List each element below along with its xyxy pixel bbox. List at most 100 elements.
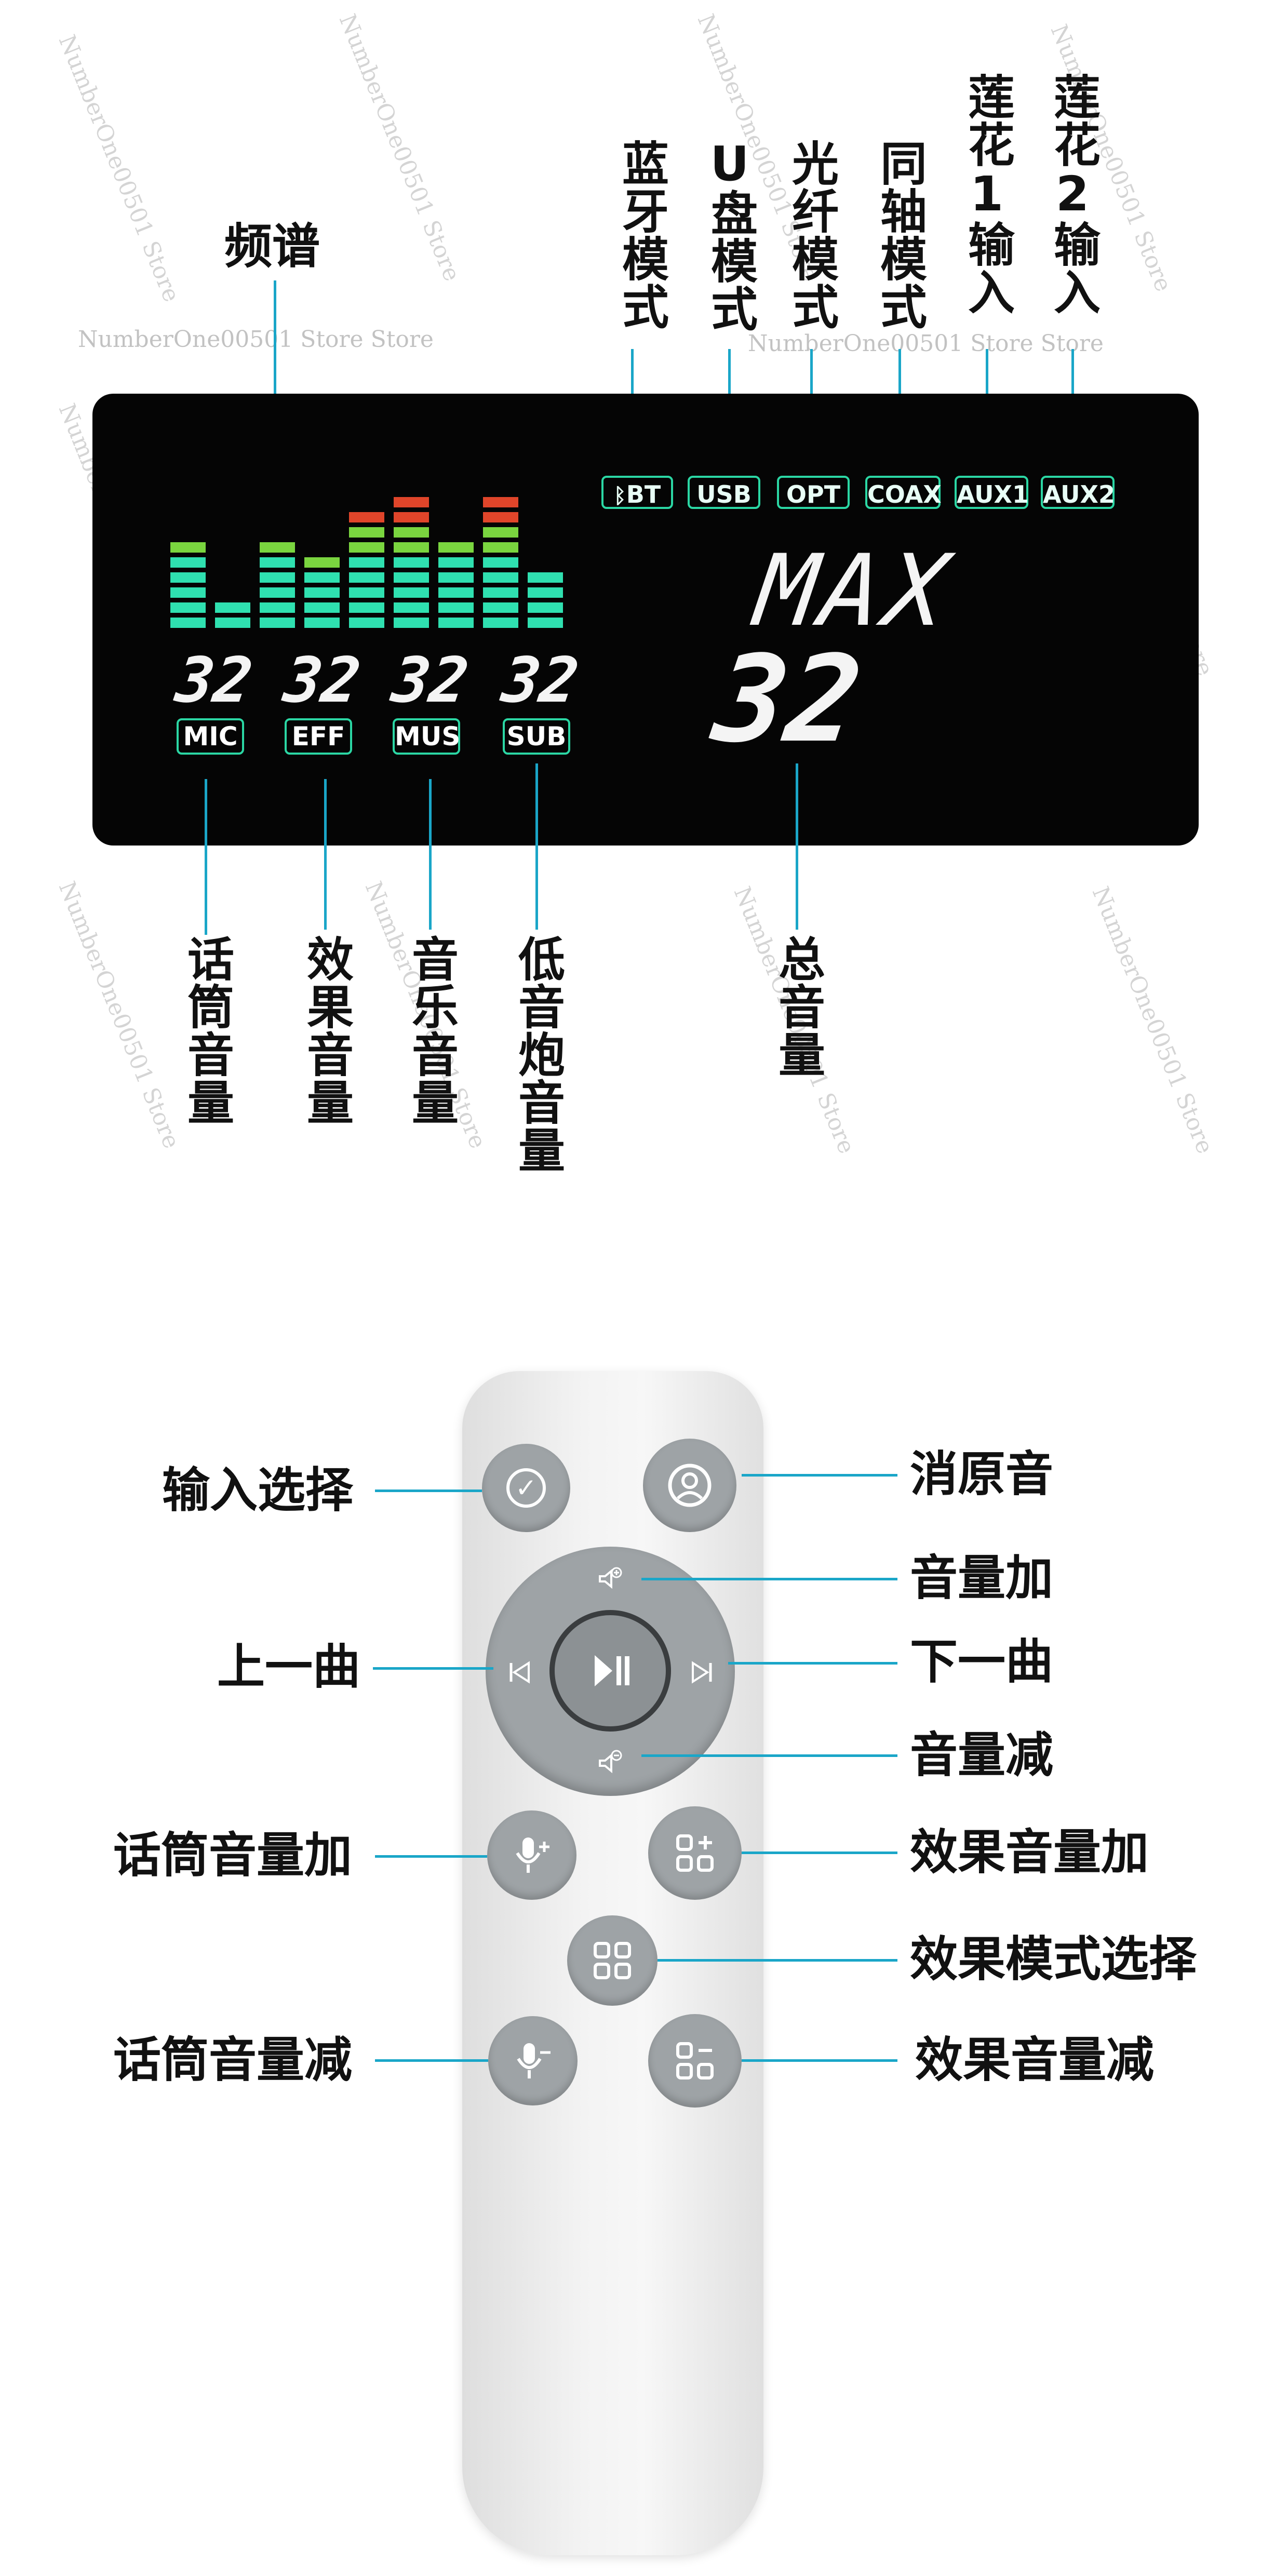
effect-volume-down-button[interactable] <box>648 2014 742 2108</box>
mic-volume-down-label: 话筒音量减 <box>113 2032 353 2088</box>
check-icon: ✓ <box>506 1468 546 1508</box>
aux1-label-top: 莲花 <box>960 73 1014 168</box>
leader-line <box>641 1578 897 1580</box>
speaker-plus-icon <box>599 1567 622 1589</box>
play-pause-button[interactable] <box>549 1610 671 1732</box>
volume-up-button[interactable] <box>574 1553 647 1605</box>
usb-u-letter: U <box>710 136 749 192</box>
previous-track-button[interactable] <box>493 1636 545 1709</box>
spectrum-segment <box>438 618 474 628</box>
volume-down-button[interactable] <box>574 1735 647 1787</box>
spectrum-segment <box>349 602 384 613</box>
mode-indicator-coax: COAX <box>865 476 942 509</box>
leader-line <box>535 763 538 930</box>
channel-tag-mic: MIC <box>177 718 244 755</box>
leader-line <box>742 1852 897 1854</box>
volume-up-label: 音量加 <box>910 1550 1054 1606</box>
leader-line <box>324 779 327 930</box>
spectrum-segment <box>260 542 295 553</box>
spectrum-segment <box>349 618 384 628</box>
leader-line <box>429 779 432 930</box>
mic-plus-icon <box>516 1837 549 1873</box>
mode-text: AUX2 <box>1043 480 1116 508</box>
effect-mode-select-label: 效果模式选择 <box>910 1931 1197 1987</box>
optical-mode-label: 光纤模式 <box>784 139 838 330</box>
watermark: NumberOne00501 Store Store <box>748 330 1104 357</box>
aux2-label-number: 2 <box>1055 166 1089 222</box>
spectrum-segment <box>528 587 563 598</box>
mode-text: OPT <box>786 480 841 508</box>
effect-mode-select-button[interactable] <box>567 1915 658 2006</box>
watermark: NumberOne00501 Store <box>53 31 185 306</box>
spectrum-segment <box>260 602 295 613</box>
lcd-display-panel: ᛒBT USB OPT COAX AUX1 AUX2 32 32 32 32 M… <box>92 394 1199 846</box>
effect-volume-label: 效果音量 <box>299 935 353 1126</box>
sub-volume-label: 低音炮音量 <box>510 935 565 1174</box>
spectrum-label: 频谱 <box>224 219 320 274</box>
spectrum-segment <box>349 542 384 553</box>
spectrum-segment <box>438 542 474 553</box>
coax-mode-label: 同轴模式 <box>872 139 927 330</box>
usb-mode-text: 盘模式 <box>703 189 757 332</box>
aux2-input-label: 莲花 2 输入 <box>1044 73 1101 316</box>
play-pause-icon <box>595 1655 629 1686</box>
mode-indicator-usb: USB <box>688 476 760 509</box>
master-volume-value: 32 <box>706 630 869 769</box>
spectrum-segment <box>394 527 429 538</box>
watermark: NumberOne00501 Store <box>1086 883 1218 1158</box>
mode-text: USB <box>696 480 752 508</box>
spectrum-segment <box>304 618 340 628</box>
spectrum-segment <box>260 587 295 598</box>
spectrum-segment <box>170 587 206 598</box>
sub-level-value: 32 <box>498 645 583 717</box>
spectrum-segment <box>528 602 563 613</box>
spectrum-segment <box>438 557 474 568</box>
leader-line <box>728 1662 897 1665</box>
watermark: NumberOne00501 Store <box>333 10 465 285</box>
music-volume-label: 音乐音量 <box>404 935 458 1126</box>
mic-volume-down-button[interactable] <box>488 2016 578 2105</box>
mic-level-value: 32 <box>171 645 257 717</box>
mus-level-value: 32 <box>387 645 473 717</box>
effect-volume-up-button[interactable] <box>648 1806 742 1900</box>
spectrum-segment <box>349 527 384 538</box>
spectrum-segment <box>483 572 518 583</box>
watermark: NumberOne00501 Store <box>53 878 185 1152</box>
leader-line <box>205 779 207 935</box>
aux1-label-number: 1 <box>970 166 1003 222</box>
leader-line <box>375 1855 487 1858</box>
bt-mode-label: 蓝牙模式 <box>614 139 668 330</box>
mode-text: COAX <box>867 480 942 508</box>
mic-volume-up-button[interactable] <box>487 1810 576 1900</box>
spectrum-segment <box>528 572 563 583</box>
leader-line <box>375 1490 482 1492</box>
vocal-cut-button[interactable] <box>643 1439 736 1532</box>
spectrum-segment <box>483 618 518 628</box>
spectrum-segment <box>304 602 340 613</box>
leader-line <box>796 763 798 930</box>
channel-tag-mus: MUS <box>393 718 460 755</box>
channel-tag-sub: SUB <box>503 718 570 755</box>
aux1-input-label: 莲花 1 输入 <box>958 73 1015 316</box>
spectrum-segment <box>304 557 340 568</box>
spectrum-segment <box>349 512 384 522</box>
input-select-button[interactable]: ✓ <box>482 1444 570 1532</box>
grid-icon <box>594 1942 631 1979</box>
mic-volume-label: 话筒音量 <box>179 935 234 1126</box>
spectrum-segment <box>304 572 340 583</box>
aux1-label-bottom: 输入 <box>960 220 1014 316</box>
prev-track-label: 上一曲 <box>217 1639 361 1695</box>
spectrum-segment <box>394 542 429 553</box>
spectrum-segment <box>483 527 518 538</box>
spectrum-segment <box>528 618 563 628</box>
max-indicator: MAX <box>749 533 959 648</box>
usb-mode-label: U 盘模式 <box>701 136 758 333</box>
next-track-button[interactable] <box>676 1636 728 1709</box>
speaker-minus-icon <box>599 1750 622 1774</box>
spectrum-segment <box>394 587 429 598</box>
previous-icon <box>509 1661 530 1684</box>
input-select-label: 输入选择 <box>162 1463 354 1518</box>
vocal-cut-label: 消原音 <box>910 1446 1054 1502</box>
spectrum-segment <box>170 618 206 628</box>
leader-line <box>641 1754 897 1757</box>
